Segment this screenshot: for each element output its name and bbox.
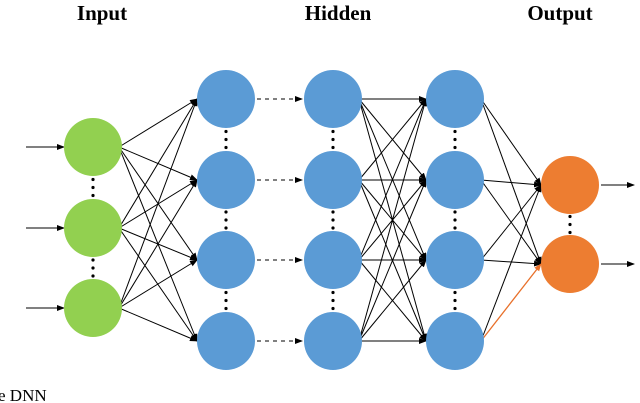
hidden-to-output-edge [480, 184, 542, 342]
ellipsis-dot [224, 226, 228, 230]
ellipsis-dot [453, 306, 457, 311]
ellipsis-dot [331, 218, 335, 222]
ellipsis-dot [453, 210, 457, 214]
ellipsis-dot [568, 230, 572, 235]
neuron-nodes [64, 70, 599, 370]
ellipsis-dot [331, 210, 335, 214]
hidden-neuron [426, 151, 484, 209]
input-to-hidden-edge [118, 98, 198, 309]
hidden-neuron [197, 70, 255, 128]
hidden-layer-title: Hidden [305, 1, 372, 25]
hidden-neuron [426, 231, 484, 289]
ellipsis-dot [91, 185, 95, 190]
hidden-neuron [304, 231, 362, 289]
hidden-neuron [426, 312, 484, 370]
ellipsis-dot [91, 258, 95, 262]
ellipsis-dot [224, 306, 228, 311]
hidden-to-hidden-edge [358, 98, 427, 261]
ellipsis-dot [91, 274, 95, 278]
output-layer-title: Output [527, 1, 592, 25]
ellipsis-dot [331, 145, 335, 150]
input-neuron [64, 199, 122, 257]
ellipsis-dot [331, 290, 335, 295]
input-to-hidden-edge [118, 307, 198, 342]
ellipsis-dot [331, 226, 335, 230]
ellipsis-dot [453, 226, 457, 230]
hidden-to-output-edge [480, 179, 542, 188]
ellipsis-dot [453, 218, 457, 222]
output-neuron [541, 235, 599, 293]
input-to-hidden-edge [118, 179, 198, 309]
hidden-to-hidden-edge [358, 98, 427, 181]
ellipsis-dot [453, 137, 457, 142]
hidden-to-hidden-edge [358, 259, 427, 342]
ellipsis-dot [453, 298, 457, 303]
input-layer-title: Input [77, 1, 127, 25]
hidden-to-output-edge [480, 184, 542, 261]
ellipsis-dot [91, 266, 95, 270]
ellipsis-dot [453, 290, 457, 295]
hidden-neuron [304, 151, 362, 209]
hidden-to-output-edge [480, 98, 542, 265]
highlighted-edge [480, 263, 542, 342]
input-neuron [64, 118, 122, 176]
ellipsis-dot [224, 218, 228, 222]
input-to-hidden-edge [118, 98, 198, 229]
ellipsis-dot [453, 129, 457, 134]
ellipsis-dot [331, 137, 335, 142]
connection-edges [26, 96, 635, 344]
output-neuron [541, 156, 599, 214]
hidden-to-output-edge [480, 98, 542, 186]
ellipsis-dot [453, 145, 457, 150]
hidden-neuron [304, 312, 362, 370]
ellipsis-dot [331, 306, 335, 311]
ellipsis-dot [224, 210, 228, 214]
hidden-neuron [197, 151, 255, 209]
hidden-neuron [197, 312, 255, 370]
input-to-hidden-edge [118, 259, 198, 309]
input-to-hidden-edge [118, 98, 198, 148]
diagram-caption: e DNN [0, 386, 47, 403]
ellipsis-dot [224, 290, 228, 295]
ellipsis-dot [331, 129, 335, 134]
hidden-neuron [197, 231, 255, 289]
ellipsis-dot [224, 137, 228, 142]
hidden-neuron [304, 70, 362, 128]
ellipsis-dot [224, 298, 228, 303]
ellipsis-dot [331, 298, 335, 303]
ellipsis-dot [91, 177, 95, 182]
hidden-neuron [426, 70, 484, 128]
hidden-to-hidden-edge [358, 98, 428, 342]
ellipsis-dot [91, 193, 95, 198]
ellipsis-dot [568, 222, 572, 227]
ellipsis-dot [568, 214, 572, 219]
hidden-to-hidden-edge [358, 179, 427, 342]
ellipsis-dot [224, 145, 228, 150]
ellipsis-dot [224, 129, 228, 134]
input-neuron [64, 279, 122, 337]
